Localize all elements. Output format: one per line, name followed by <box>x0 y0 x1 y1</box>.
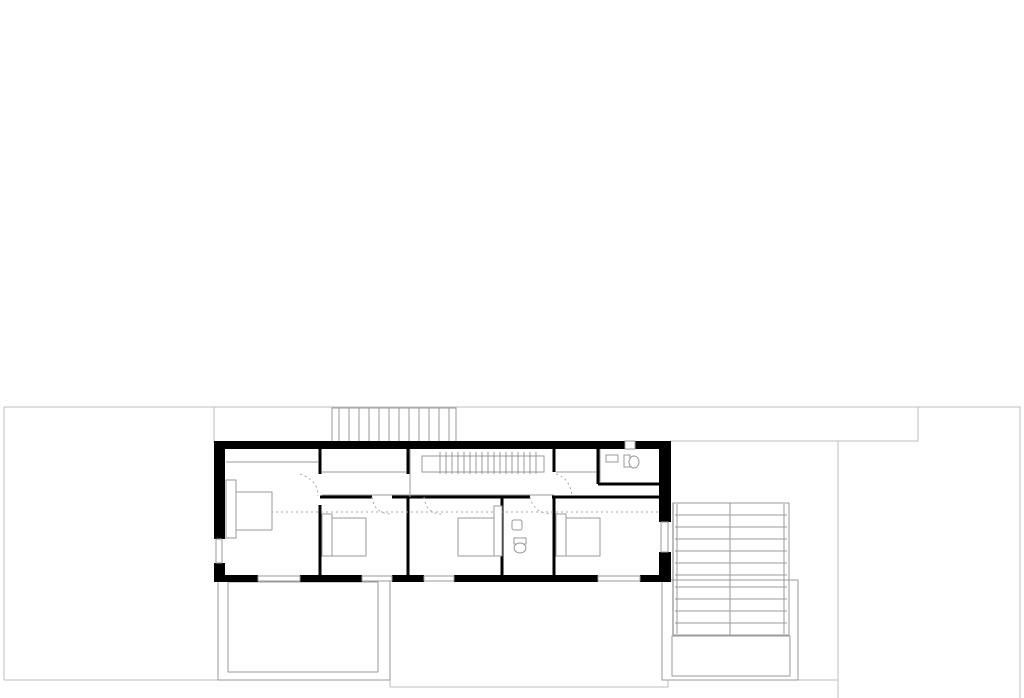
bathroom-fixtures <box>511 519 527 554</box>
built-ins <box>226 449 601 497</box>
exterior-stair <box>672 502 790 636</box>
wc-fixtures <box>605 454 640 469</box>
furniture <box>225 454 640 557</box>
site-outline <box>3 406 1021 698</box>
staircase <box>421 452 545 474</box>
bed-master <box>225 479 273 539</box>
windows <box>215 440 669 582</box>
bed-room-3 <box>457 505 503 557</box>
north-stair <box>331 407 457 445</box>
door-swings <box>226 473 659 515</box>
bed-room-2 <box>321 513 367 557</box>
terrace-west <box>217 579 391 681</box>
exterior-walls <box>214 441 671 582</box>
bed-room-east <box>555 513 601 557</box>
